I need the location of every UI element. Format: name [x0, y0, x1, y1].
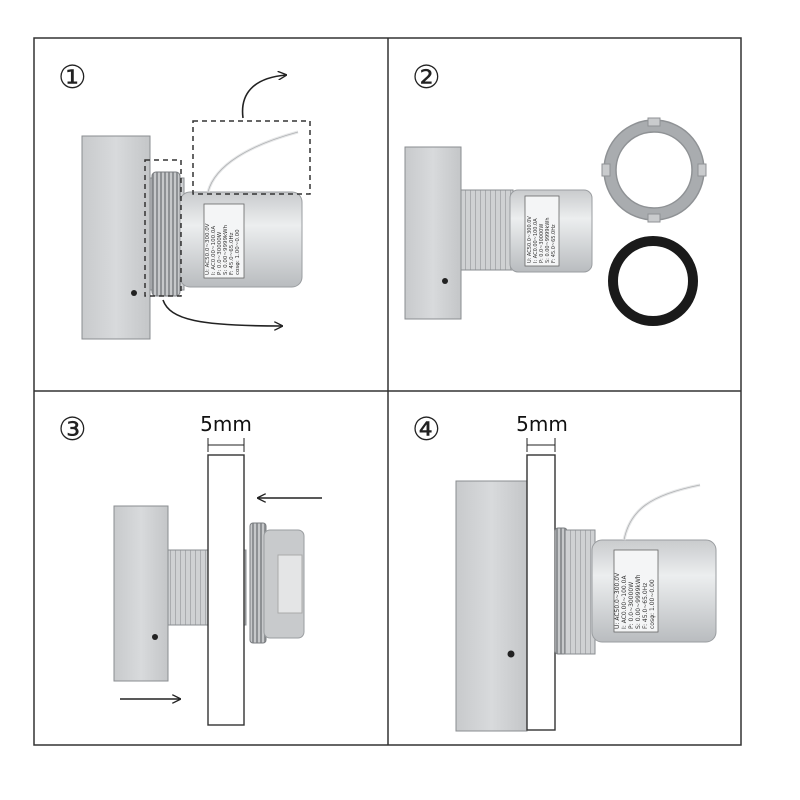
step-1-panel: ① U: AC50.0~300.0V I: AC0.00~100.0A P: 0… — [58, 58, 311, 340]
spec-line: cosφ: 1.00~0.00 — [235, 229, 241, 275]
spec-line: S: 0.00~9999kWh — [545, 217, 551, 263]
spec-line: U: AC50.0~300.0V — [205, 223, 211, 275]
spec-line: P: 0.0~30000W — [628, 582, 635, 629]
spec-line: I: AC0.00~100.0A — [211, 226, 217, 275]
spec-line: P: 0.0~30000W — [539, 224, 545, 263]
dashed-highlight-wire — [192, 120, 311, 195]
step-number: ③ — [58, 410, 87, 448]
spec-line: I: AC0.00~100.0A — [533, 218, 539, 263]
panel-thickness-label: 5mm — [200, 412, 252, 436]
dashed-highlight-nut — [144, 159, 182, 297]
spec-line: S: 0.00~9999kWh — [223, 224, 229, 275]
remove-wire-arrow — [241, 75, 286, 119]
spec-label — [613, 549, 659, 633]
threaded-neck — [460, 189, 514, 271]
indicator-hole — [507, 650, 515, 658]
spec-line: U: AC50.0~300.0V — [527, 216, 533, 263]
meter-front-plate — [113, 505, 169, 682]
wire — [206, 130, 299, 193]
indicator-hole — [131, 290, 137, 296]
step-3-panel: ③ 5mm — [58, 410, 322, 726]
spec-line: P: 0.0~30000W — [217, 231, 223, 275]
step-number: ④ — [412, 410, 441, 448]
spec-line: F: 45.0~65.0Hz — [642, 583, 649, 629]
spec-label — [203, 203, 245, 279]
detached-nut-ring — [601, 117, 707, 223]
indicator-hole — [442, 278, 448, 284]
nut-ring — [151, 171, 181, 297]
step-number: ② — [412, 58, 441, 96]
meter-front-plate — [81, 135, 151, 340]
indicator-hole — [152, 634, 158, 640]
remove-nut-arrow — [162, 299, 282, 326]
wire — [622, 483, 701, 541]
spec-line: F: 45.0~65.0Hz — [551, 224, 557, 263]
spec-line: S: 0.00~9999kWh — [635, 574, 642, 629]
step-4-panel: ④ 5mm U: AC50.0~300.0V I: AC0.00~100.0A … — [412, 410, 717, 732]
meter-front-plate — [455, 480, 528, 732]
spec-label — [524, 195, 560, 267]
spec-line: U: AC50.0~300.0V — [614, 572, 621, 629]
meter-front-plate — [404, 146, 462, 320]
rubber-gasket — [608, 236, 698, 326]
panel-grid — [33, 37, 742, 746]
spec-line: cosφ: 1.00~0.00 — [649, 579, 656, 629]
panel-thickness-label: 5mm — [516, 412, 568, 436]
step-2-panel: ② U: AC50.0~300.0V I: AC0.00~100.0A P: 0… — [404, 58, 707, 326]
mounting-panel — [207, 454, 245, 726]
spec-line: I: AC0.00~100.0A — [621, 575, 628, 629]
step-number: ① — [58, 58, 87, 96]
mounting-panel — [526, 454, 556, 731]
spec-line: F: 45.0~65.0Hz — [229, 232, 235, 275]
